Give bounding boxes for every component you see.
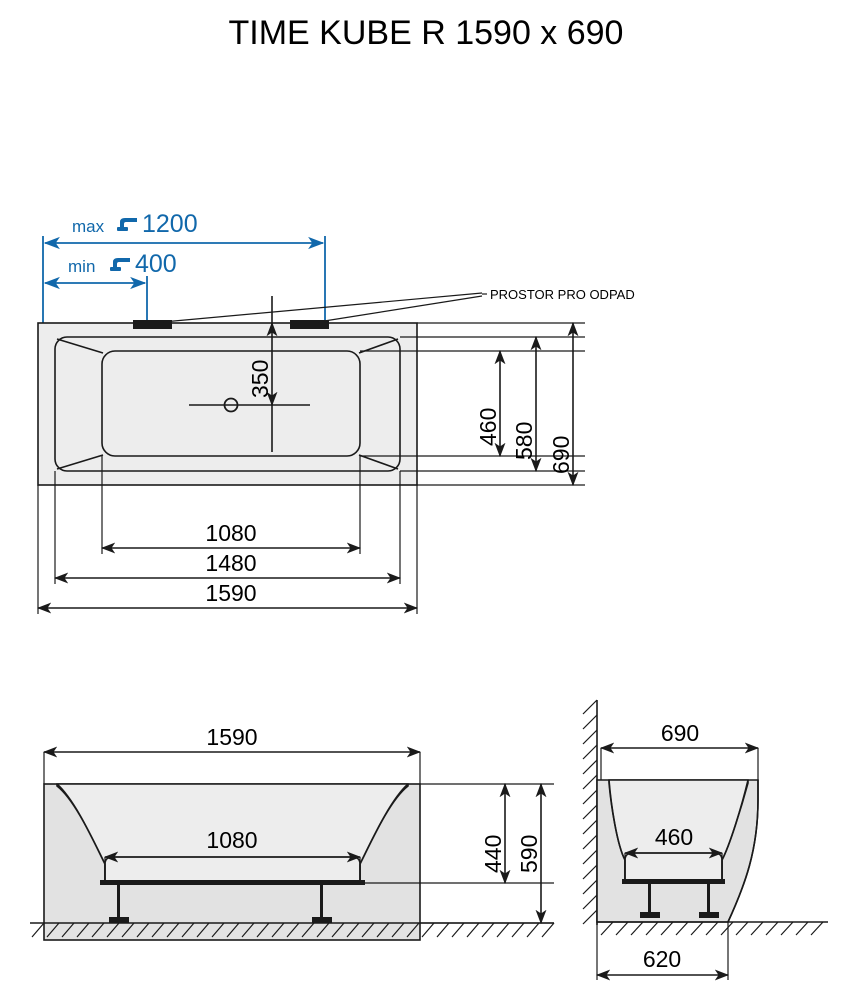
side-leg-left: [648, 884, 651, 914]
tap-min-value: 400: [135, 250, 177, 278]
width-580-value: 580: [511, 422, 537, 460]
waste-space-label: PROSTOR PRO ODPAD: [490, 287, 635, 302]
length-1590-dimension: 1590: [36, 580, 419, 614]
side-frame-bar: [622, 879, 725, 884]
side-view-group: 690 460: [582, 699, 828, 981]
side-wall-hatching: [582, 699, 598, 925]
page-title: TIME KUBE R 1590 x 690: [228, 14, 624, 52]
length-1480-dimension: 1480: [53, 550, 402, 584]
side-basin-bottom: [624, 852, 723, 883]
drain-symbol: [189, 397, 310, 413]
faucet-icon-min: [110, 258, 130, 271]
front-base-1080-dimension: 1080: [103, 827, 362, 885]
side-floor-hatching: [600, 921, 824, 936]
front-view-group: 1590 1080 440: [30, 724, 555, 941]
front-height-590-dimension: 590: [516, 782, 547, 925]
width-690-value: 690: [548, 436, 574, 474]
side-foot-right: [699, 912, 719, 918]
front-foot-left: [109, 917, 129, 923]
width-580-dimension: 580: [511, 335, 542, 473]
width-690-dimension: 690: [548, 321, 579, 487]
side-leg-right: [707, 884, 710, 914]
side-base-460-value: 460: [655, 824, 693, 850]
faucet-icon: [117, 218, 137, 231]
front-frame-bar: [100, 880, 365, 885]
width-460-value: 460: [475, 408, 501, 446]
waste-space-leader: [162, 292, 487, 323]
side-width-690-dimension: 690: [599, 720, 760, 780]
front-height-440-value: 440: [480, 835, 506, 873]
length-1480-value: 1480: [205, 550, 256, 576]
front-length-1590-value: 1590: [206, 724, 257, 750]
tap-min-label: min: [68, 257, 95, 276]
drain-offset-value: 350: [247, 360, 273, 398]
waste-fitting-right: [290, 320, 329, 329]
front-leg-right: [320, 885, 323, 919]
tap-max-dimension: max 1200: [42, 210, 326, 326]
front-floor-hatching: [31, 922, 555, 938]
drain-offset-dimension: 350: [247, 296, 278, 452]
front-base-1080-value: 1080: [206, 827, 257, 853]
front-basin-bottom: [104, 856, 361, 884]
front-length-1590-dimension: 1590: [42, 724, 422, 784]
bath-basin-plan: [101, 350, 361, 457]
length-1590-value: 1590: [205, 580, 256, 606]
width-460-dimension: 460: [475, 349, 506, 458]
top-view-group: max 1200 min 400: [36, 210, 635, 614]
front-foot-right: [312, 917, 332, 923]
side-foot-left: [640, 912, 660, 918]
waste-fitting-left: [133, 320, 172, 329]
length-1080-dimension: 1080: [100, 520, 362, 554]
tap-min-dimension: min 400: [43, 250, 177, 326]
side-width-690-value: 690: [661, 720, 699, 746]
side-base-460-dimension: 460: [623, 824, 724, 884]
tap-max-value: 1200: [142, 210, 198, 238]
tap-max-label: max: [72, 217, 105, 236]
front-height-440-dimension: 440: [480, 782, 511, 885]
front-leg-left: [117, 885, 120, 919]
front-height-590-value: 590: [516, 835, 542, 873]
side-foot-620-value: 620: [643, 946, 681, 972]
length-1080-value: 1080: [205, 520, 256, 546]
side-foot-620-dimension: 620: [595, 922, 730, 981]
